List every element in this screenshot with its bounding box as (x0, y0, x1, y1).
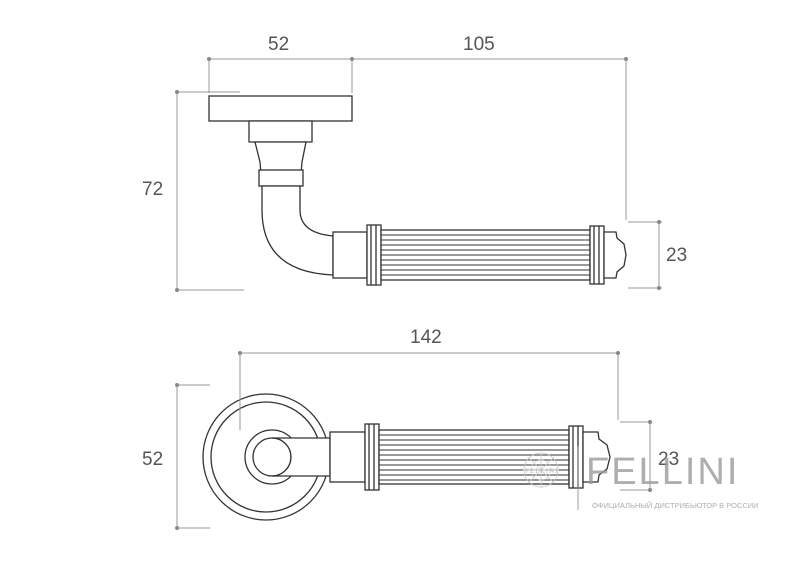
dim-side-23: 23 (666, 245, 687, 266)
front-shaft (271, 437, 331, 477)
side-dimensions (176, 57, 662, 291)
front-end-cap (582, 431, 611, 483)
front-grip-flutes (379, 434, 569, 481)
dim-side-72: 72 (142, 179, 163, 200)
side-rose-plate (208, 95, 353, 122)
front-dimensions (176, 352, 652, 529)
side-grip-collar (332, 231, 368, 279)
dim-front-142: 142 (410, 327, 442, 348)
front-grip-ring (364, 423, 380, 491)
side-bend (261, 185, 334, 276)
front-end-ring (568, 425, 584, 489)
front-grip-collar (329, 431, 366, 483)
dim-front-23: 23 (658, 449, 679, 470)
side-grip-flutes (381, 234, 590, 276)
brand-tagline: ОФИЦИАЛЬНЫЙ ДИСТРИБЬЮТОР В РОССИИ (592, 501, 759, 510)
brand-logo-emblem: FELLINI (523, 452, 559, 488)
side-view (208, 95, 627, 286)
brand-logo-text: FELLINI (525, 467, 558, 475)
brand-name: FELLINI (586, 451, 739, 493)
front-view (202, 393, 611, 521)
side-neck-collar (248, 120, 313, 143)
watermark: FELLINI FELLINI ОФИЦИАЛЬНЫЙ ДИСТРИБЬЮТОР… (523, 446, 759, 510)
dim-top-52: 52 (268, 34, 289, 55)
side-end-ring (589, 225, 605, 285)
dim-front-52: 52 (142, 449, 163, 470)
side-neck-ring (258, 169, 304, 187)
side-grip-ring (366, 224, 382, 286)
side-end-cap (603, 231, 627, 279)
dim-top-105: 105 (463, 34, 495, 55)
